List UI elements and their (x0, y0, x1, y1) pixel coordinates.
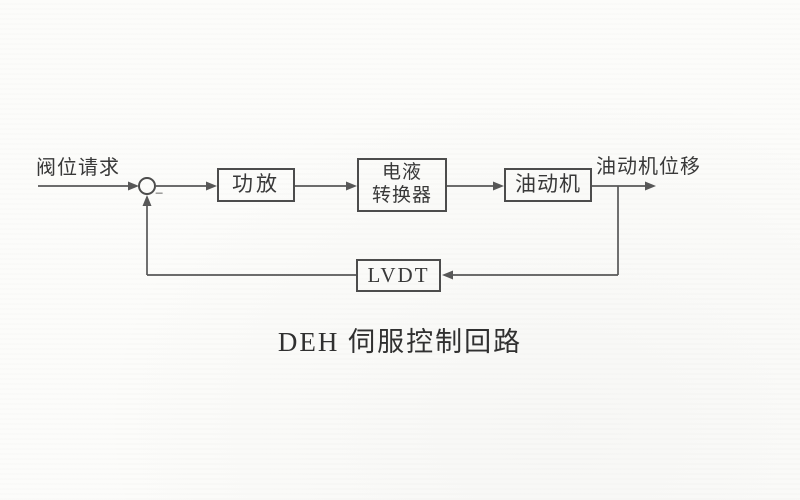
block-amplifier-label: 功放 (232, 172, 280, 197)
arrowhead-into-actuator (493, 181, 504, 191)
block-actuator: 油动机 (504, 168, 592, 202)
block-converter: 电液 转换器 (357, 158, 447, 212)
summing-junction (138, 177, 156, 195)
block-lvdt-label: LVDT (367, 262, 430, 287)
block-converter-label-line2: 转换器 (371, 185, 432, 206)
arrowhead-into-converter (346, 181, 357, 191)
minus-sign: − (155, 186, 164, 202)
block-amplifier: 功放 (217, 168, 295, 202)
arrowhead-into-junction (128, 181, 139, 191)
diagram-caption: DEH 伺服控制回路 (277, 327, 523, 357)
block-lvdt: LVDT (356, 259, 441, 292)
arrowhead-output (645, 181, 656, 191)
block-converter-label-line1: 电液 (381, 162, 422, 184)
input-label: 阀位请求 (36, 157, 120, 179)
output-label: 油动机位移 (596, 156, 701, 178)
arrowhead-into-amplifier (206, 181, 217, 191)
arrowhead-into-junction-bottom (142, 195, 152, 206)
arrowhead-into-lvdt (442, 270, 453, 280)
block-actuator-label: 油动机 (515, 172, 581, 197)
